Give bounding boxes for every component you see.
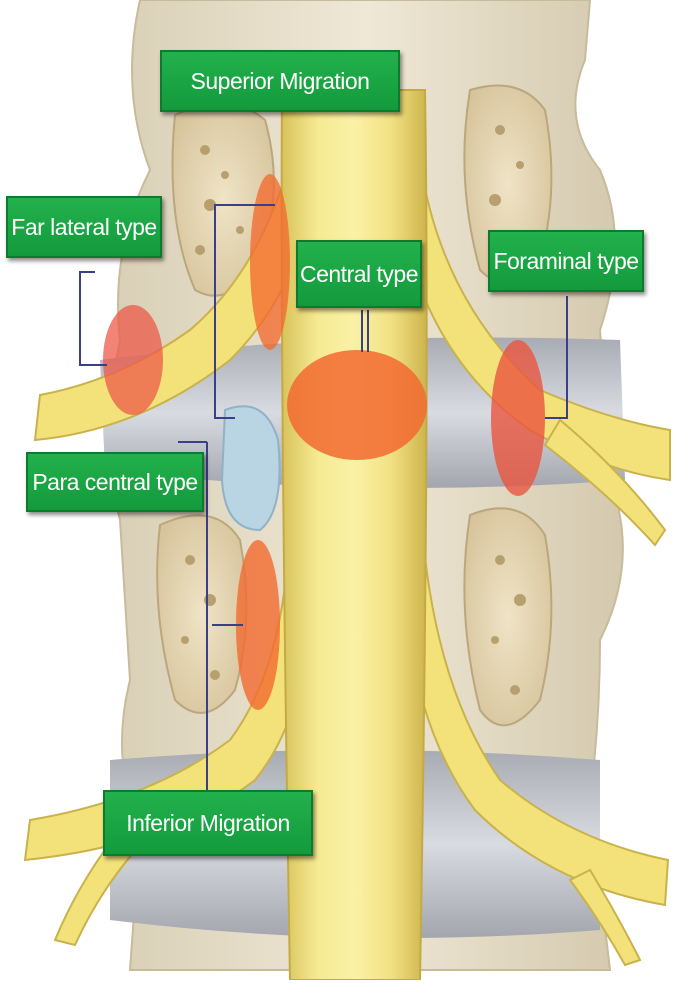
far-lateral-type-label: Far lateral type	[6, 196, 162, 258]
foraminal-zone	[491, 340, 545, 496]
inferior-migration-label: Inferior Migration	[103, 790, 313, 856]
para-central-type-label: Para central type	[26, 452, 204, 512]
superior-migration-label: Superior Migration	[160, 50, 400, 112]
left-lower-pedicle	[157, 515, 246, 712]
central-zone	[287, 350, 427, 460]
right-lower-pedicle	[464, 508, 551, 725]
far-lateral-leader	[80, 272, 107, 365]
central-type-label: Central type	[296, 240, 422, 308]
paracentral-disc-bulge	[222, 406, 280, 530]
far-lateral-zone	[103, 305, 163, 415]
superior-migration-zone	[250, 174, 290, 350]
foraminal-type-label: Foraminal type	[488, 230, 644, 292]
